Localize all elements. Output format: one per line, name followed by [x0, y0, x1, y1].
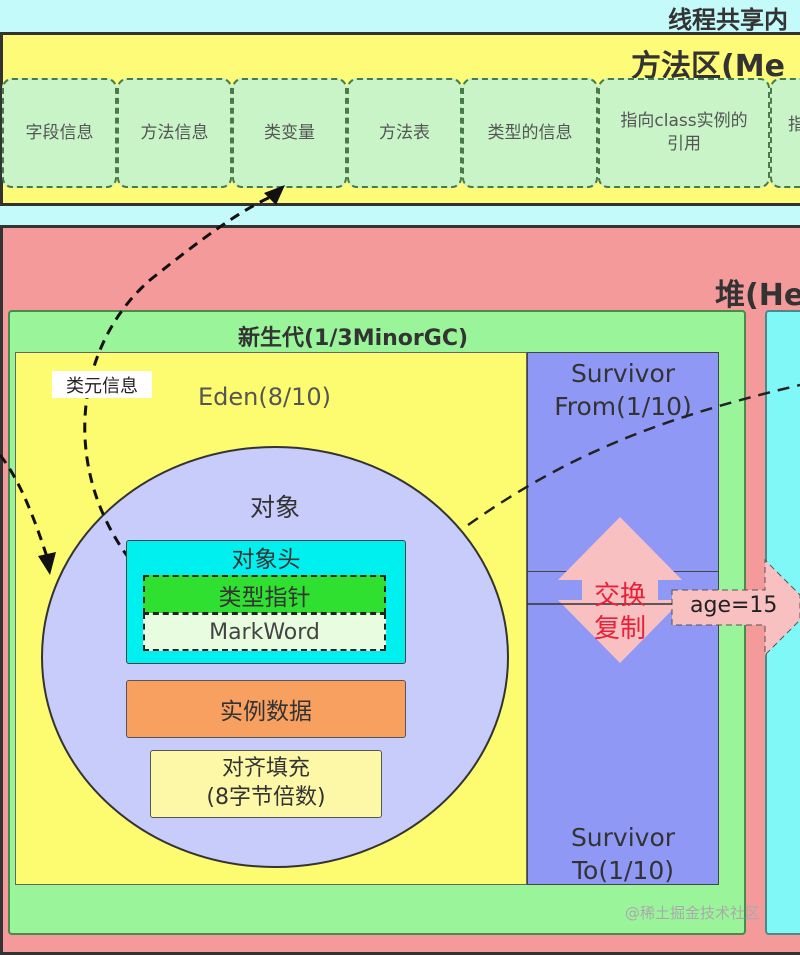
survivor-from-label-1: Survivor	[570, 359, 676, 388]
young-title: 新生代(1/3MinorGC)	[238, 326, 469, 351]
method-cell-type-info: 类型的信息	[462, 78, 598, 188]
arrowhead-down-icon	[38, 552, 56, 575]
watermark: @稀土掘金技术社区	[625, 904, 761, 922]
promotion-dashed-line	[467, 383, 800, 527]
thread-shared-title: 线程共享内	[668, 6, 788, 34]
age-label: age=15	[690, 593, 778, 618]
type-pointer: 类型指针	[143, 575, 386, 614]
swap-label: 交换 复制	[570, 580, 670, 645]
swap-label-2: 复制	[593, 613, 646, 644]
method-cell-class-vars: 类变量	[232, 78, 347, 188]
padding: 对齐填充 (8字节倍数)	[150, 750, 382, 818]
eden-label: Eden(8/10)	[198, 383, 331, 411]
method-cell-class-ref: 指向class实例的引用	[598, 78, 770, 188]
method-cell-field-info: 字段信息	[2, 78, 117, 188]
instance-data: 实例数据	[126, 680, 406, 738]
padding-label-2: (8字节倍数)	[206, 785, 326, 810]
object-header-label: 对象头	[231, 547, 301, 573]
method-cell-method-info: 方法信息	[117, 78, 232, 188]
class-meta-label: 类元信息	[52, 371, 152, 398]
method-cell-truncated: 指	[770, 78, 800, 188]
method-cell-method-table: 方法表	[347, 78, 462, 188]
age-arrow	[671, 558, 800, 657]
survivor-to-label-2: To(1/10)	[572, 855, 674, 885]
arrowhead-up-icon	[264, 185, 285, 205]
markword: MarkWord	[143, 613, 386, 651]
padding-label-1: 对齐填充	[221, 756, 310, 782]
survivor-from-label-2: From(1/10)	[554, 391, 692, 421]
object-title: 对象	[249, 493, 300, 522]
swap-arrow-down	[558, 600, 682, 663]
heap-title: 堆(He	[715, 278, 800, 313]
swap-arrow-up	[558, 517, 682, 600]
survivor-to-label-1: Survivor	[570, 823, 676, 852]
swap-label-1: 交换	[593, 581, 646, 611]
class-meta-arrow	[83, 193, 276, 573]
incoming-arrow	[0, 454, 50, 561]
